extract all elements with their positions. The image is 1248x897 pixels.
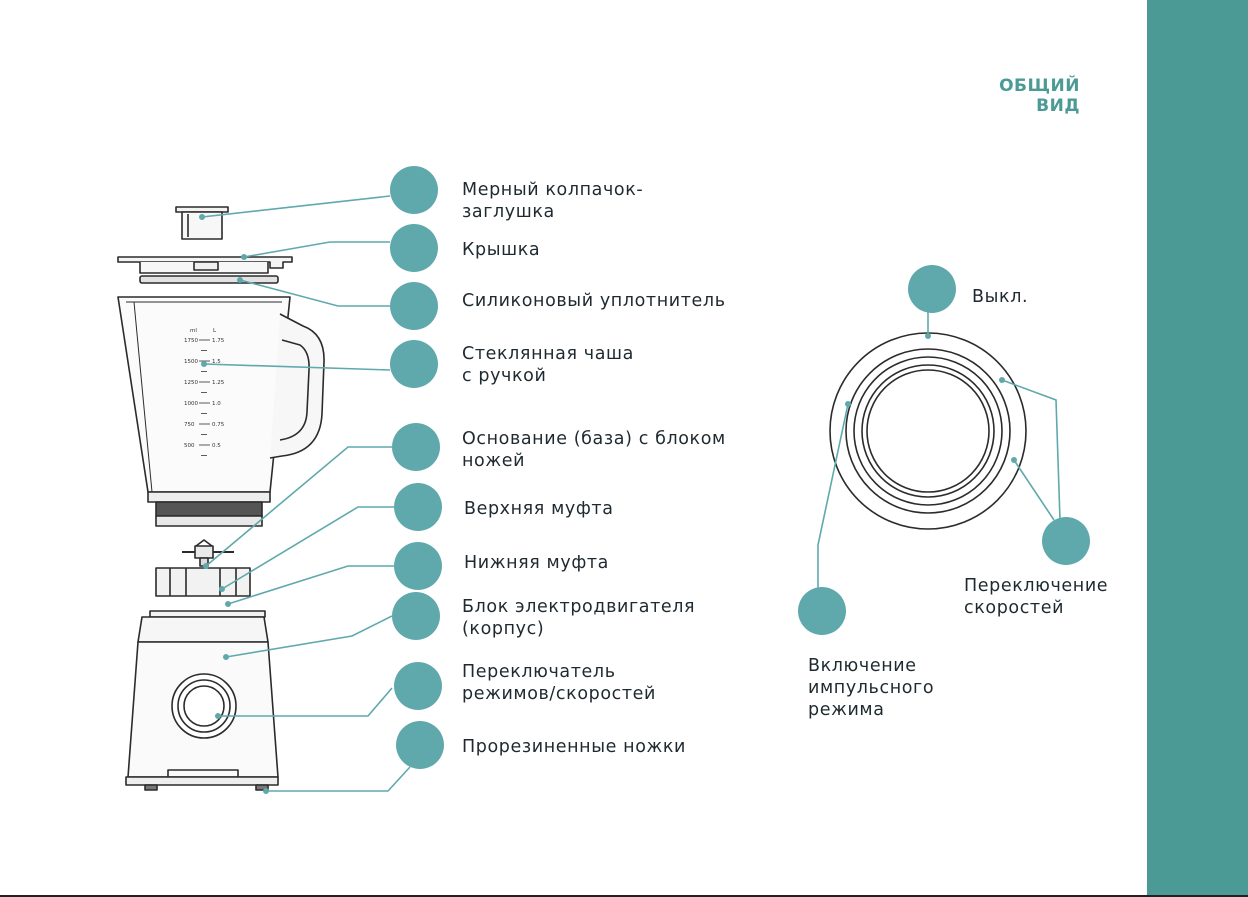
jar-scale-l-value: 1.25 <box>212 380 225 386</box>
seal-drawing <box>139 275 279 284</box>
badge-measuring-cap <box>390 166 438 214</box>
label-mode-switch: Переключатель режимов/скоростей <box>462 661 656 705</box>
label-speed: Переключение скоростей <box>964 575 1108 619</box>
label-motor-body-line2: (корпус) <box>462 619 545 639</box>
label-pulse-line1: Включение <box>808 656 917 676</box>
label-upper-coupling: Верхняя муфта <box>464 499 614 519</box>
upper-coupling-drawing <box>155 567 251 597</box>
label-measuring-cap-line2: заглушка <box>462 202 555 222</box>
knob-drawing <box>171 673 237 739</box>
label-off: Выкл. <box>972 287 1029 307</box>
jar-scale-ml-value: 1000 <box>184 401 198 407</box>
badge-speed <box>1042 517 1090 565</box>
label-speed-line2: скоростей <box>964 598 1065 618</box>
lid-drawing <box>117 256 293 274</box>
label-blade-base-line2: ножей <box>462 451 526 471</box>
badge-seal <box>390 282 438 330</box>
badge-jar <box>390 340 438 388</box>
badge-off <box>908 265 956 313</box>
label-jar: Стеклянная чаша с ручкой <box>462 343 634 387</box>
label-pulse: Включение импульсного режима <box>808 655 934 721</box>
bottom-divider <box>0 895 1248 897</box>
jar-scale-ml-value: 500 <box>184 443 195 449</box>
jar-scale-ml-value: 750 <box>184 422 195 428</box>
badge-feet <box>396 721 444 769</box>
jar-scale: ml L 1750 1.75 1500 1.5 1250 1.25 1000 1.0 750 0.75… <box>184 328 225 456</box>
label-speed-line1: Переключение <box>964 576 1109 596</box>
jar-scale-ml-value: 1500 <box>184 359 198 365</box>
jar-scale-l-header: L <box>213 328 217 334</box>
jar-drawing <box>117 296 325 527</box>
badge-lower-coupling <box>394 542 442 590</box>
badge-blade-base <box>392 423 440 471</box>
label-blade-base-line1: Основание (база) с блоком <box>462 429 726 449</box>
jar-scale-l-value: 1.75 <box>212 338 225 344</box>
jar-scale-l-value: 1.0 <box>212 401 221 407</box>
jar-scale-ml-value: 1250 <box>184 380 198 386</box>
label-measuring-cap-line1: Мерный колпачок- <box>462 180 644 200</box>
jar-scale-l-value: 0.75 <box>212 422 225 428</box>
measuring-cap-drawing <box>175 206 229 240</box>
section-title: ОБЩИЙ ВИД <box>999 76 1080 116</box>
label-measuring-cap: Мерный колпачок- заглушка <box>462 179 643 223</box>
label-motor-body: Блок электродвигателя (корпус) <box>462 596 695 640</box>
label-mode-switch-line1: Переключатель <box>462 662 616 682</box>
badge-mode-switch <box>394 662 442 710</box>
leader-lines <box>201 195 1061 792</box>
jar-scale-l-value: 0.5 <box>212 443 221 449</box>
label-pulse-line3: режима <box>808 700 885 720</box>
side-color-bar <box>1147 0 1248 897</box>
label-feet: Прорезиненные ножки <box>462 737 687 757</box>
label-lid: Крышка <box>462 240 541 260</box>
label-pulse-line2: импульсного <box>808 678 935 698</box>
lower-coupling-drawing <box>149 610 266 618</box>
leader-dots <box>199 214 1017 794</box>
label-jar-line1: Стеклянная чаша <box>462 344 634 364</box>
badge-upper-coupling <box>394 483 442 531</box>
switch-dial-drawing <box>829 332 1027 530</box>
jar-scale-ml-value: 1750 <box>184 338 198 344</box>
badge-motor-body <box>392 592 440 640</box>
label-blade-base: Основание (база) с блоком ножей <box>462 428 726 472</box>
jar-scale-l-value: 1.5 <box>212 359 221 365</box>
label-lower-coupling: Нижняя муфта <box>464 553 609 573</box>
label-seal: Силиконовый уплотнитель <box>462 291 726 311</box>
blade-base-drawing <box>182 539 234 567</box>
label-mode-switch-line2: режимов/скоростей <box>462 684 657 704</box>
jar-scale-ml-header: ml <box>190 328 197 334</box>
label-motor-body-line1: Блок электродвигателя <box>462 597 696 617</box>
label-jar-line2: с ручкой <box>462 366 547 386</box>
badge-lid <box>390 224 438 272</box>
badge-pulse <box>798 587 846 635</box>
